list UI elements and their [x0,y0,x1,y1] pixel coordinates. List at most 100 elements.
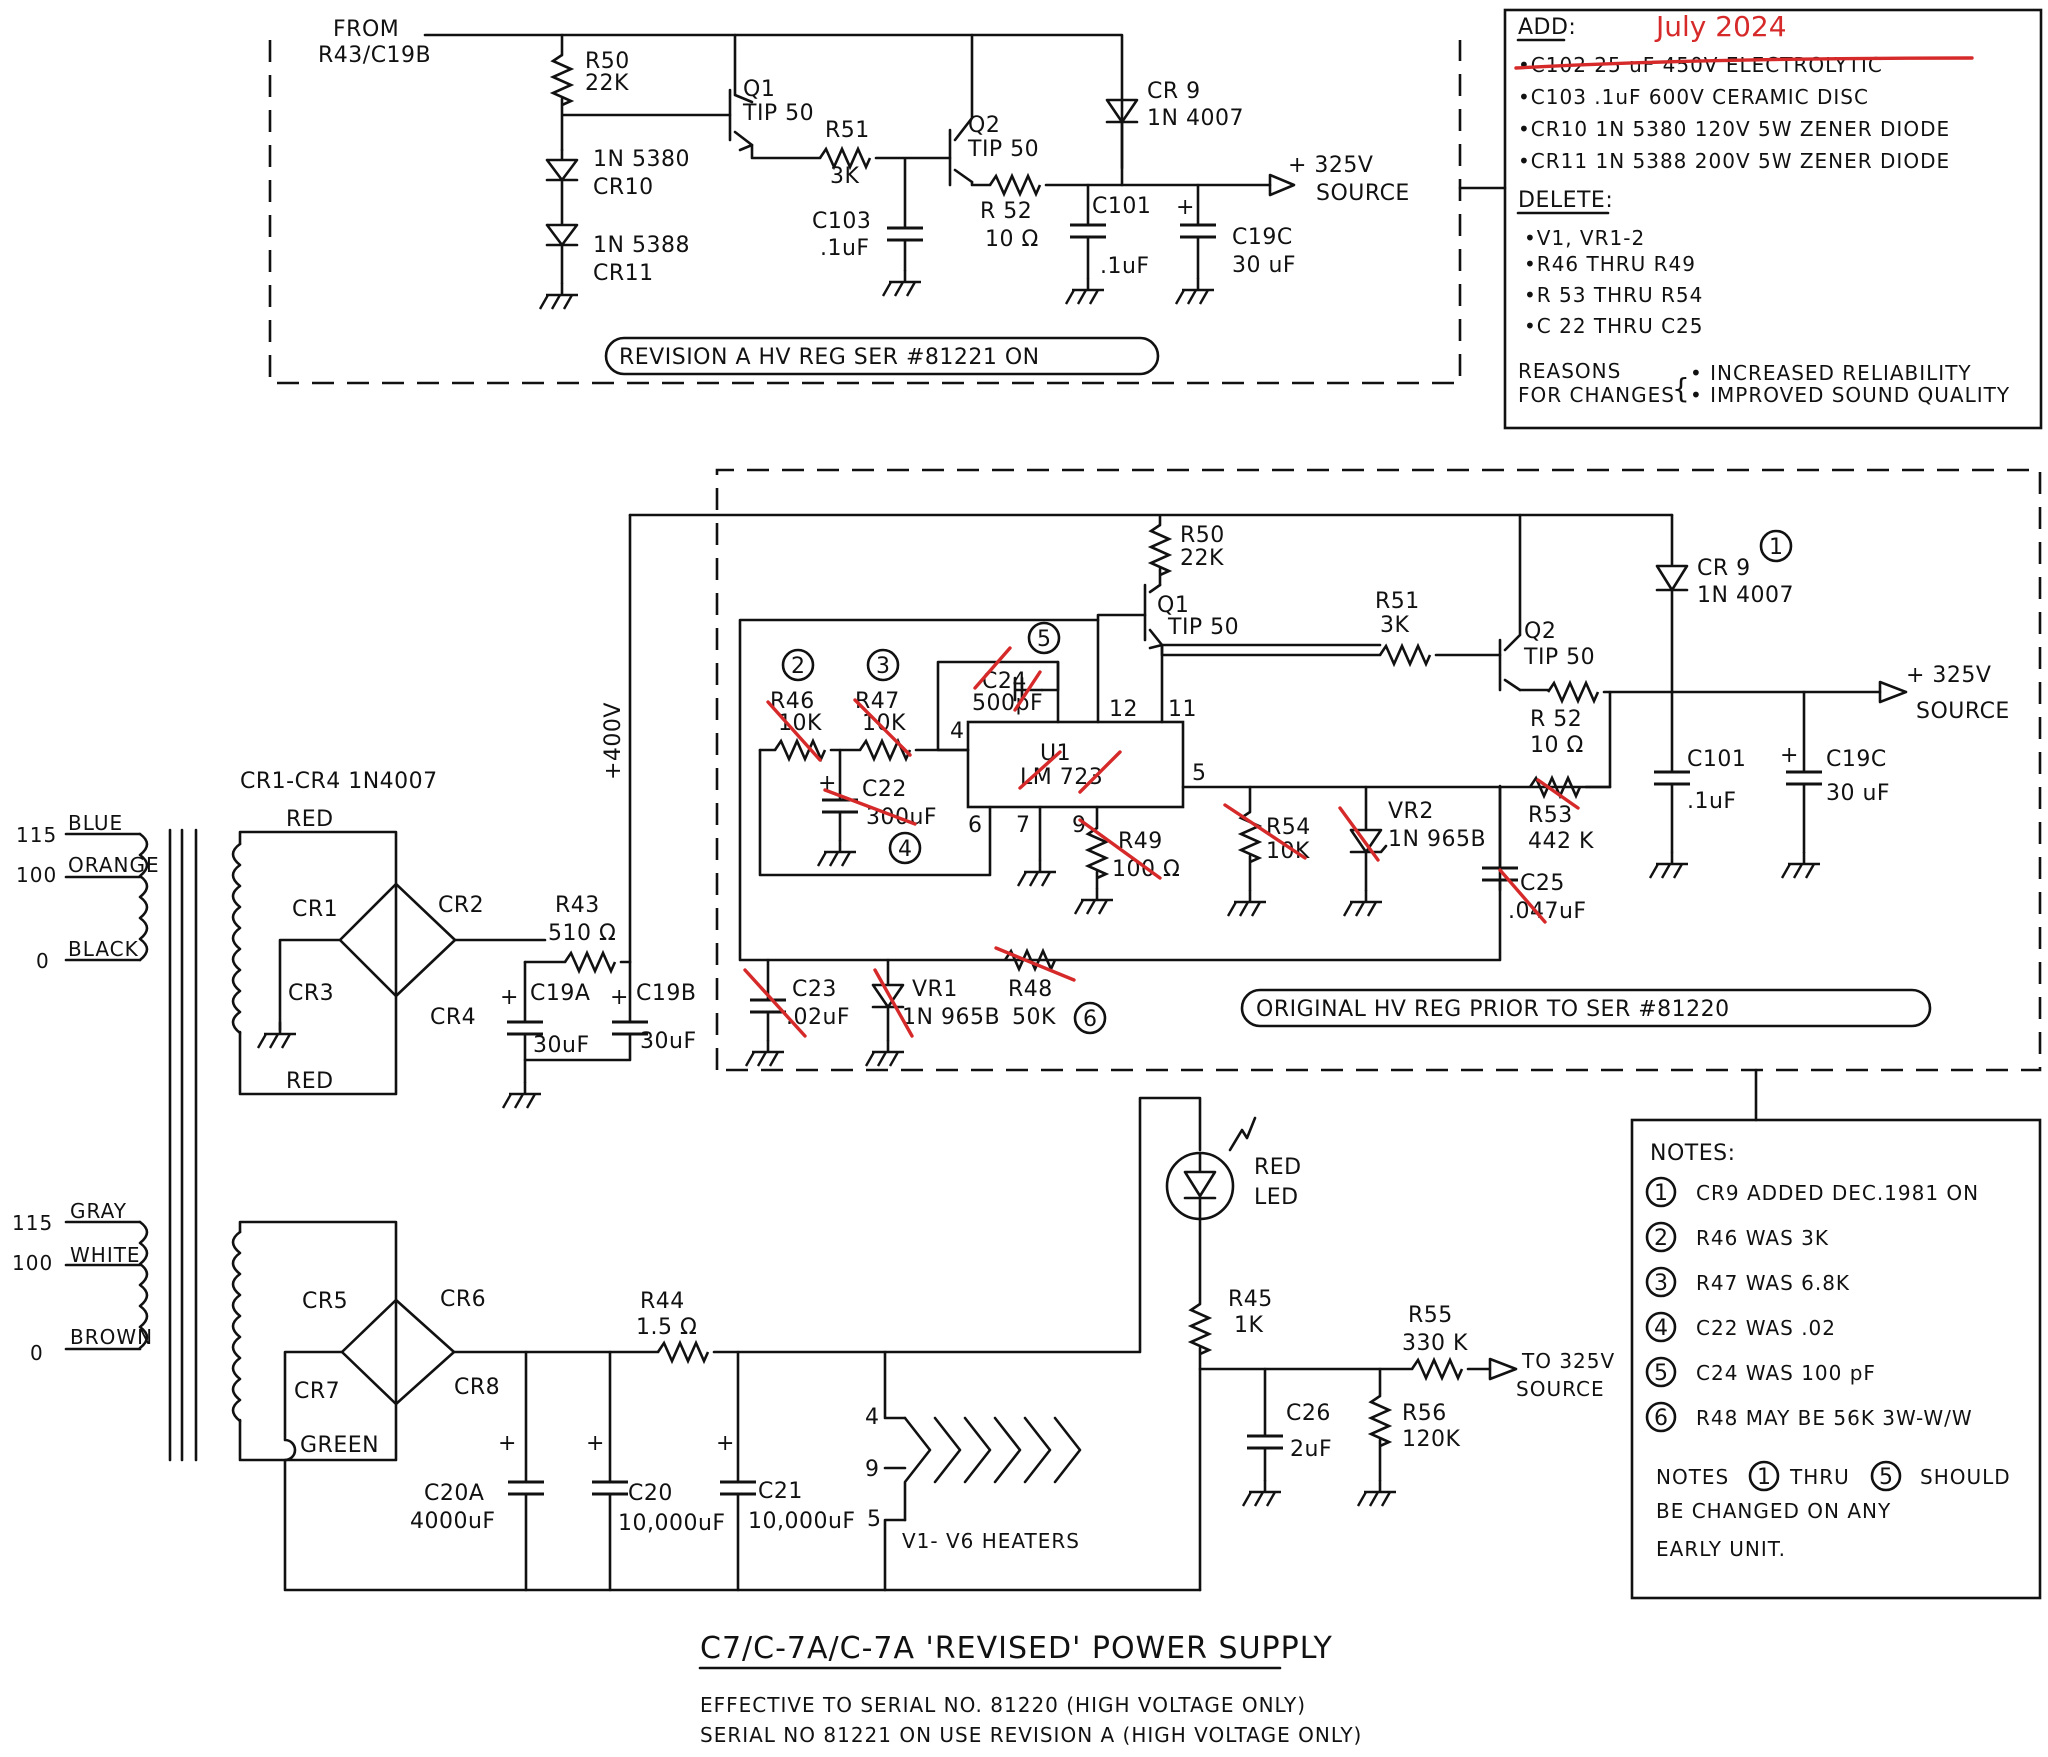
c20a-value: 4000uF [410,1509,496,1534]
reason-reliability: • INCREASED RELIABILITY [1690,361,1972,385]
capacitor-c21 [718,1480,758,1496]
strike-line [873,968,914,1038]
notes-footer-n5: 5 [1879,1465,1894,1490]
add-heading: ADD: [1518,15,1576,40]
c101-label: C101 [1092,194,1151,219]
drawing-title: C7/C-7A/C-7A 'REVISED' POWER SUPPLY [700,1631,1333,1666]
c103-value: .1uF [820,236,870,261]
cr9-label: CR 9 [1147,79,1201,104]
capacitor-c103 [885,226,925,242]
c20a-label: C20A [424,1481,484,1506]
r53-label: R53 [1528,803,1573,828]
resistor-r54 [1239,810,1261,864]
svg-text:+: + [498,1431,517,1456]
c24-value: 500pF [972,691,1043,716]
date-stamp: July 2024 [1654,10,1787,43]
led-label: RED [1254,1155,1302,1180]
note-item: 5 C24 WAS 100 pF [1645,1356,1875,1388]
c26-label: C26 [1286,1401,1331,1426]
vr1-label: VR1 [912,977,958,1002]
strike-line [994,946,1076,982]
green-label: GREEN [300,1433,379,1458]
resistor-r56 [1369,1394,1391,1448]
c25-value: .047uF [1508,899,1587,924]
ground-symbol [816,838,858,868]
tap-115: 115 [16,823,57,847]
r50-value: 22K [585,71,629,96]
c19b-value: 30uF [640,1029,697,1054]
heaters-label: V1- V6 HEATERS [902,1529,1080,1553]
from-label: FROM [333,17,399,42]
cr7-label: CR7 [294,1379,340,1404]
output-arrow-icon [1268,173,1296,197]
resistor-r55 [1410,1358,1464,1380]
delete-heading: DELETE: [1518,188,1613,213]
c19a-value: 30uF [533,1033,590,1058]
r52-orig-label: R 52 [1530,707,1582,732]
resistor-r45 [1189,1302,1211,1356]
ground-symbol [538,281,580,311]
capacitor-c19c [1178,223,1218,239]
q2-orig-part: TIP 50 [1523,645,1595,670]
r49-label: R49 [1118,829,1163,854]
q1-orig-part: TIP 50 [1167,615,1239,640]
note-item: 2 R46 WAS 3K [1645,1221,1828,1253]
note-3-marker [866,648,900,682]
tap-100: 100 [16,863,57,887]
r55-label: R55 [1408,1303,1453,1328]
resistor-r51-orig [1378,644,1432,666]
r47-label: R47 [855,689,900,714]
r51-value: 3K [830,164,859,189]
note-item: 4 C22 WAS .02 [1645,1311,1835,1343]
resistor-r52 [988,174,1042,196]
u1-pin-12: 12 [1109,697,1138,722]
note-2-number: 2 [1654,1226,1669,1251]
cr4-label: CR4 [430,1005,476,1030]
r56-label: R56 [1402,1401,1447,1426]
c26-value: 2uF [1290,1437,1332,1462]
wire-black: BLACK [68,937,139,961]
vr2-part: 1N 965B [1388,827,1486,852]
note-4-marker [888,831,922,865]
resistor-r52-orig [1546,681,1600,703]
tap-0: 0 [36,949,50,973]
note-item: 1 CR9 ADDED DEC.1981 ON [1645,1176,1978,1208]
r54-value: 10K [1266,839,1310,864]
vr1-part: 1N 965B [902,1005,1000,1030]
tap2-0: 0 [30,1341,44,1365]
c19c-label: C19C [1232,225,1293,250]
strike-line [1223,803,1307,860]
output-voltage-label: + 325V [1288,153,1373,178]
c101-orig-label: C101 [1687,747,1746,772]
c21-label: C21 [758,1479,803,1504]
cr11-label: CR11 [593,261,654,286]
original-caption: ORIGINAL HV REG PRIOR TO SER #81220 [1256,997,1730,1022]
note-item: 3 R47 WAS 6.8K [1645,1266,1849,1298]
ground-symbol [1241,1478,1283,1508]
strike-line [743,968,807,1038]
resistor-r43 [563,951,617,973]
revision-a-circuit: FROM R43/C19B R50 22K 1N 5380 CR10 1N 53… [268,17,1462,385]
wire-gray: GRAY [70,1199,127,1223]
r50-label: R50 [585,49,630,74]
ground-symbol [1016,858,1058,888]
cr9-orig-part: 1N 4007 [1697,583,1794,608]
add-item-c103: •C103 .1uF 600V CERAMIC DISC [1518,85,1869,109]
c101-value: .1uF [1100,254,1150,279]
q1-label: Q1 [743,77,775,102]
r44-value: 1.5 Ω [636,1315,697,1340]
q2-label: Q2 [968,113,1000,138]
r48-value: 50K [1012,1005,1056,1030]
add-item-cr11: •CR11 1N 5388 200V 5W ZENER DIODE [1518,149,1950,173]
c19b-label: C19B [636,981,696,1006]
r46-value: 10K [778,711,822,736]
note-5-marker [1027,621,1061,655]
power-supply-circuit: +400V CR1-CR4 1N4007 115 100 0 BLUE ORAN… [12,513,1614,1592]
q1-orig-label: Q1 [1157,593,1189,618]
note-5-marker-label: 5 [1037,627,1052,652]
strike-line [1514,56,1974,70]
resistor-r47 [858,739,912,761]
reasons-label-2: FOR CHANGES [1518,383,1675,407]
cr1-label: CR1 [292,897,338,922]
